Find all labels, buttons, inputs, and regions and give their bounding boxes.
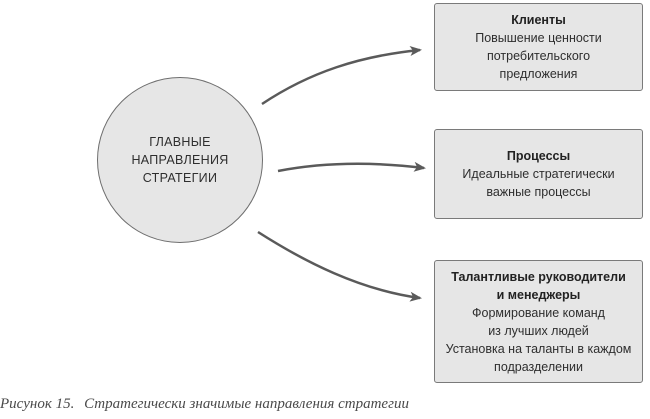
- box-clients: Клиенты Повышение ценности потребительск…: [434, 3, 643, 91]
- box-line: Идеальные стратегически: [462, 167, 615, 181]
- box-line: Установка на таланты в каждом: [445, 341, 632, 356]
- figure-caption: Рисунок 15. Стратегически значимые напра…: [0, 396, 409, 413]
- box-line: потребительского: [486, 49, 591, 63]
- box-line: Повышение ценности: [475, 31, 602, 45]
- box-title: Талантливые руководители и менеджеры: [451, 269, 626, 302]
- figure-title: Стратегически значимые направления страт…: [84, 396, 409, 412]
- box-line: подразделении: [494, 359, 583, 374]
- figure-number: Рисунок 15.: [0, 396, 75, 412]
- box-line: предложения: [499, 67, 578, 81]
- box-talents: Талантливые руководители и менеджеры Фор…: [434, 260, 643, 383]
- arrow-to-processes: [277, 161, 426, 173]
- center-circle: ГЛАВНЫЕ НАПРАВЛЕНИЯ СТРАТЕГИИ: [97, 77, 263, 243]
- center-label: ГЛАВНЫЕ НАПРАВЛЕНИЯ СТРАТЕГИИ: [131, 135, 229, 185]
- arrow-to-clients: [261, 46, 422, 106]
- box-processes: Процессы Идеальные стратегически важные …: [434, 129, 643, 219]
- box-line: из лучших людей: [488, 323, 589, 338]
- arrow-to-talents: [257, 230, 422, 302]
- box-title: Процессы: [506, 149, 571, 163]
- box-line: важные процессы: [486, 185, 591, 199]
- box-line: Формирование команд: [472, 305, 605, 320]
- box-title: Клиенты: [511, 13, 566, 27]
